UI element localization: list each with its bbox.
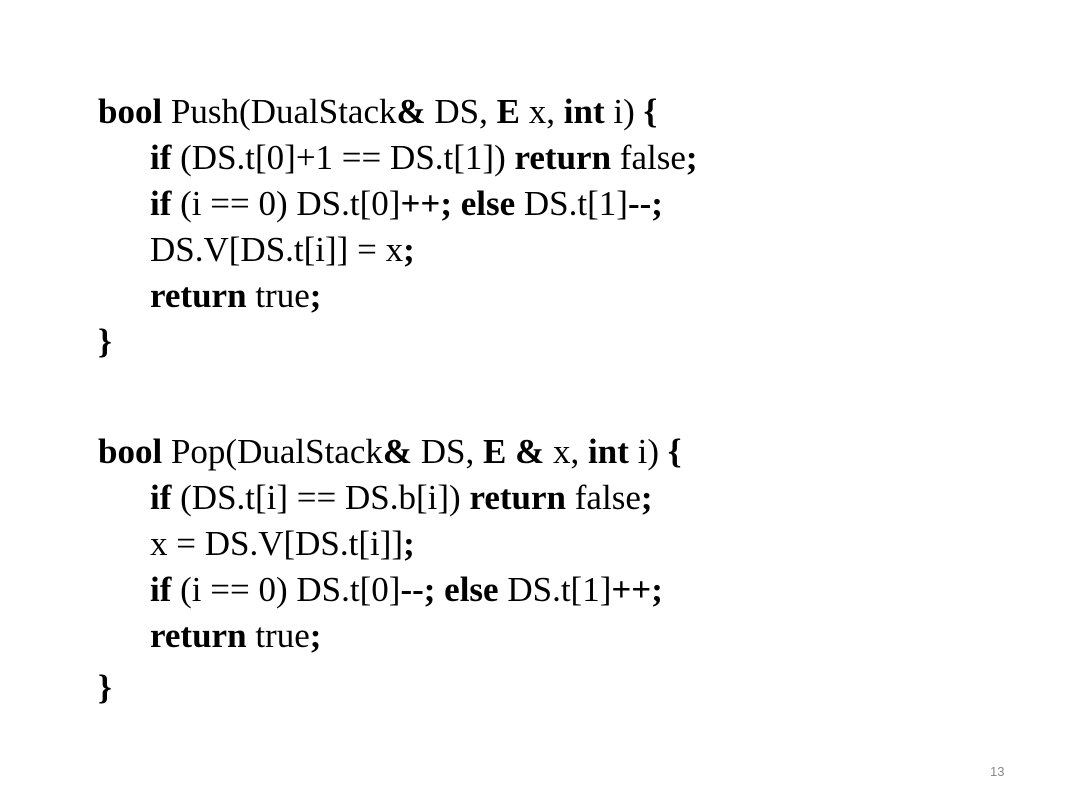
code-keyword: ; [309,616,322,655]
code-line: if (DS.t[0]+1 == DS.t[1]) return false; [98,135,698,181]
code-keyword: ; [640,478,653,517]
code-line: x = DS.V[DS.t[i]]; [98,521,682,567]
code-keyword: } [98,668,112,707]
code-line: return true; [98,273,698,319]
code-keyword: if [150,570,172,609]
code-keyword: { [643,92,658,131]
code-keyword: { [667,432,682,471]
code-line: } [98,319,698,365]
code-keyword: E [496,92,521,131]
code-keyword: return [514,138,612,177]
code-keyword: return [150,616,247,655]
code-text: DS.t[1] [515,184,628,223]
code-keyword: return [469,478,567,517]
code-keyword: if [150,138,172,177]
code-keyword: & [396,92,426,131]
code-text: x, [544,432,589,471]
code-keyword: ; [403,230,415,269]
code-text: i) [604,92,644,131]
code-text: DS, [425,92,497,131]
code-text: (DS.t[0]+1 == DS.t[1]) [171,138,515,177]
code-keyword: else [460,184,516,223]
code-line: bool Pop(DualStack& DS, E & x, int i) { [98,429,682,475]
code-keyword: --; [400,570,436,609]
code-text: x = DS.V[DS.t[i]] [150,524,404,563]
code-line: if (DS.t[i] == DS.b[i]) return false; [98,475,682,521]
code-text: true [246,276,310,315]
code-keyword: --; [627,184,663,223]
code-text: x, [520,92,564,131]
code-text: true [246,616,310,655]
code-text: Pop(DualStack [162,432,383,471]
code-line: } [98,665,682,711]
code-keyword: ; [403,524,415,563]
code-keyword: else [444,570,499,609]
code-block-push: bool Push(DualStack& DS, E x, int i) {if… [98,89,698,365]
code-line: DS.V[DS.t[i]] = x; [98,227,698,273]
code-keyword: ; [309,276,322,315]
code-keyword: } [98,322,112,361]
code-text: false [566,478,641,517]
code-text: (i == 0) DS.t[0] [171,184,401,223]
code-keyword: if [150,184,172,223]
code-text: (DS.t[i] == DS.b[i]) [171,478,470,517]
code-keyword: return [150,276,247,315]
code-keyword: bool [98,432,163,471]
code-text [435,570,444,609]
code-keyword: int [588,432,629,471]
code-keyword: bool [98,92,163,131]
page-number: 13 [990,764,1005,779]
code-keyword: ++; [400,184,452,223]
code-line: return true; [98,613,682,659]
code-keyword: if [150,478,172,517]
code-keyword: int [563,92,605,131]
code-keyword: ; [685,138,698,177]
code-text: Push(DualStack [162,92,397,131]
code-text: DS.V[DS.t[i]] = x [150,230,404,269]
code-keyword: E & [483,432,545,471]
code-block-pop: bool Pop(DualStack& DS, E & x, int i) {i… [98,429,682,711]
code-text: DS.t[1] [498,570,612,609]
code-text [452,184,461,223]
code-text: i) [628,432,668,471]
code-text: false [611,138,686,177]
code-line: if (i == 0) DS.t[0]--; else DS.t[1]++; [98,567,682,613]
code-keyword: ++; [611,570,663,609]
code-line: if (i == 0) DS.t[0]++; else DS.t[1]--; [98,181,698,227]
code-text: (i == 0) DS.t[0] [171,570,401,609]
code-text: DS, [412,432,484,471]
code-keyword: & [382,432,413,471]
code-line: bool Push(DualStack& DS, E x, int i) { [98,89,698,135]
